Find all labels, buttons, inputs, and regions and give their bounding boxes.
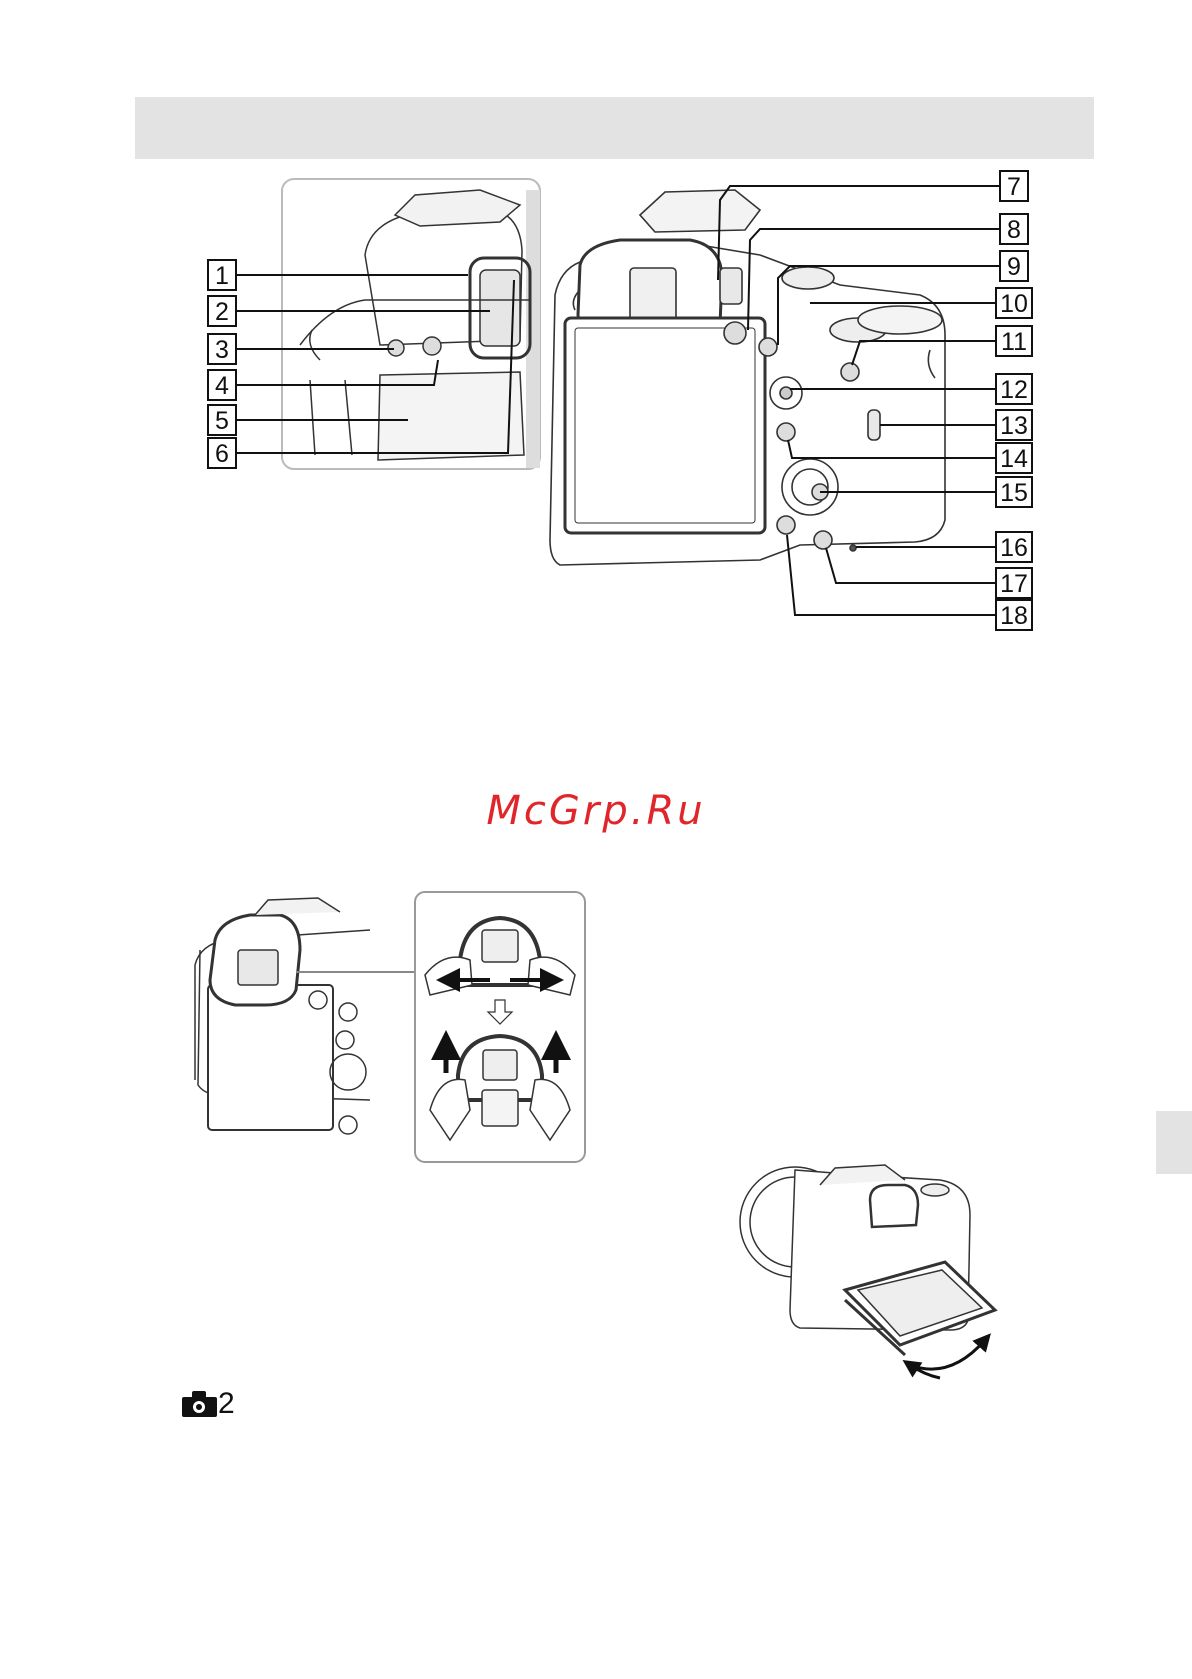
svg-text:3: 3 — [215, 336, 229, 364]
svg-text:15: 15 — [1000, 479, 1028, 507]
eyecup-removal-illustration — [195, 898, 415, 1134]
callout-8: 8 — [1000, 214, 1028, 244]
watermark: McGrp.Ru — [0, 788, 1192, 834]
callout-13: 13 — [996, 410, 1032, 440]
callout-18: 18 — [996, 600, 1032, 630]
callout-12: 12 — [996, 374, 1032, 404]
svg-text:9: 9 — [1007, 253, 1021, 281]
callout-9: 9 — [1000, 251, 1028, 281]
callout-3: 3 — [208, 334, 236, 364]
tilting-monitor-illustration — [740, 1165, 995, 1378]
svg-text:6: 6 — [215, 440, 229, 468]
callout-7: 7 — [1000, 171, 1028, 201]
mode-number: 2 — [218, 1387, 235, 1421]
svg-text:14: 14 — [1000, 445, 1028, 473]
svg-text:18: 18 — [1000, 602, 1028, 630]
callout-6: 6 — [208, 438, 236, 468]
callout-5: 5 — [208, 405, 236, 435]
shooting-mode-label: 2 — [182, 1387, 235, 1421]
callout-14: 14 — [996, 443, 1032, 473]
camera-icon — [182, 1391, 217, 1417]
svg-text:11: 11 — [1001, 328, 1027, 356]
svg-text:2: 2 — [215, 298, 229, 326]
eyecup-steps-inset — [415, 892, 585, 1162]
svg-text:10: 10 — [1000, 290, 1028, 318]
camera-rear-body — [550, 190, 945, 565]
callout-17: 17 — [996, 568, 1032, 598]
callout-16: 16 — [996, 532, 1032, 562]
svg-text:17: 17 — [1000, 570, 1028, 598]
svg-text:1: 1 — [215, 262, 229, 290]
callout-4: 4 — [208, 370, 236, 400]
callout-10: 10 — [996, 288, 1032, 318]
svg-text:12: 12 — [1000, 376, 1028, 404]
svg-text:4: 4 — [215, 372, 229, 400]
svg-text:8: 8 — [1007, 216, 1021, 244]
svg-text:5: 5 — [215, 407, 229, 435]
callout-1: 1 — [208, 260, 236, 290]
svg-text:13: 13 — [1000, 412, 1028, 440]
svg-text:7: 7 — [1007, 173, 1021, 201]
svg-text:16: 16 — [1000, 534, 1028, 562]
inset-eyepiece-detail — [282, 179, 540, 469]
callout-15: 15 — [996, 477, 1032, 507]
callout-2: 2 — [208, 296, 236, 326]
callout-11: 11 — [996, 326, 1032, 356]
